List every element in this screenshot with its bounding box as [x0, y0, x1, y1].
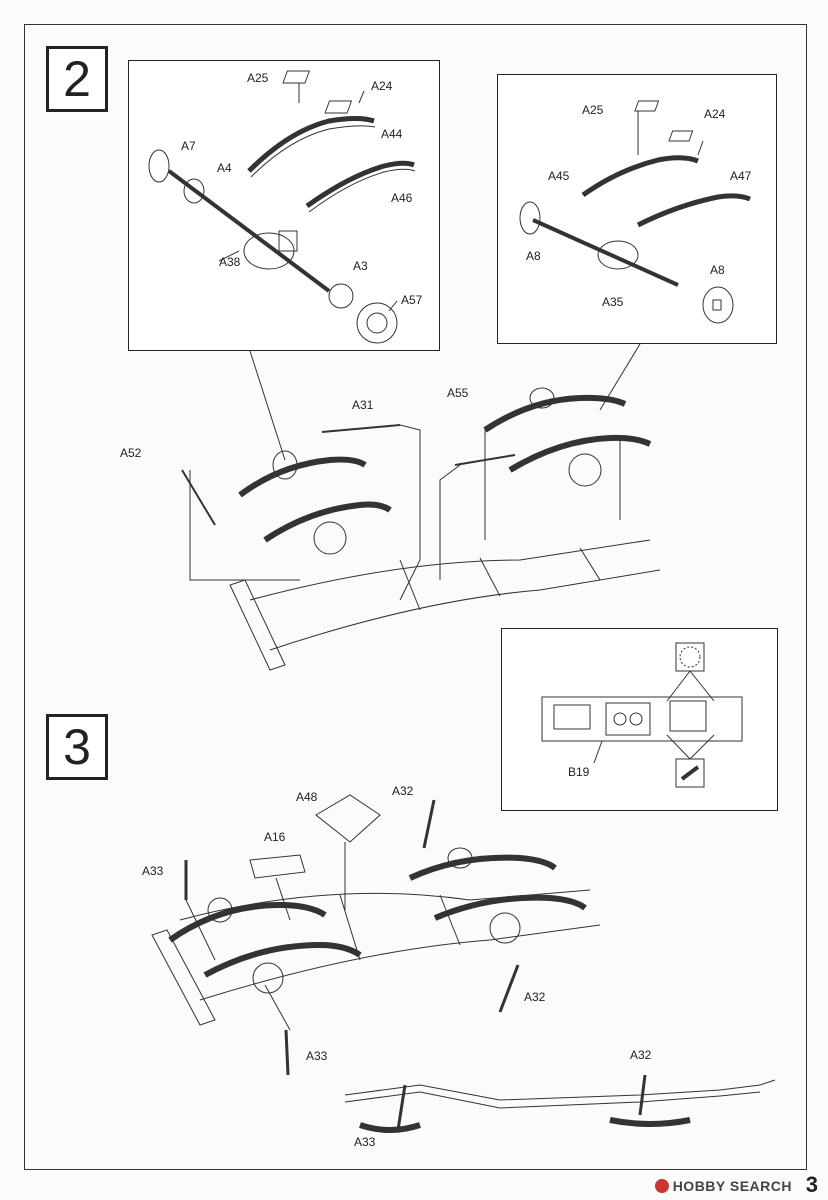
- label-a8-left: A8: [526, 249, 541, 263]
- detail-panel-b19: B19: [501, 628, 778, 811]
- label-a31: A31: [352, 398, 374, 412]
- step-2-text: 2: [63, 51, 91, 107]
- label-a47: A47: [730, 169, 752, 183]
- label-a16: A16: [264, 830, 286, 844]
- label-a24: A24: [371, 79, 393, 93]
- step-3-text: 3: [63, 719, 91, 775]
- label-a4: A4: [217, 161, 232, 175]
- label-a55: A55: [447, 386, 469, 400]
- label-a44: A44: [381, 127, 403, 141]
- page-number: 3: [805, 1172, 818, 1197]
- label-a52: A52: [120, 446, 142, 460]
- b19-panel-illustration: [541, 642, 743, 788]
- step-2-assembly-drawing: [181, 343, 661, 671]
- watermark: HOBBY SEARCH: [654, 1178, 792, 1194]
- label-a32-side: A32: [630, 1048, 652, 1062]
- label-a38: A38: [219, 255, 241, 269]
- rear-axle-illustration: [519, 100, 751, 324]
- label-a3: A3: [353, 259, 368, 273]
- label-a24-right: A24: [704, 107, 726, 121]
- detail-panel-front-axle: A25 A24 A44 A7 A4 A46 A38 A3 A57: [128, 60, 440, 351]
- label-a25: A25: [247, 71, 269, 85]
- label-a7: A7: [181, 139, 196, 153]
- step-3-number: 3: [46, 714, 108, 780]
- watermark-text: HOBBY SEARCH: [672, 1178, 792, 1194]
- front-axle-illustration: [148, 70, 416, 344]
- label-a32-top: A32: [392, 784, 414, 798]
- label-a45: A45: [548, 169, 570, 183]
- label-a33-bottom: A33: [306, 1049, 328, 1063]
- detail-panel-rear-axle: A25 A24 A45 A47 A8 A35 A8: [497, 74, 777, 344]
- label-a25-right: A25: [582, 103, 604, 117]
- step-2-number: 2: [46, 46, 108, 112]
- label-a35: A35: [602, 295, 624, 309]
- label-a33-side: A33: [354, 1135, 376, 1149]
- label-a33-top: A33: [142, 864, 164, 878]
- label-a32-mid: A32: [524, 990, 546, 1004]
- label-a48: A48: [296, 790, 318, 804]
- label-b19: B19: [568, 765, 590, 779]
- label-a57: A57: [401, 293, 423, 307]
- label-a46: A46: [391, 191, 413, 205]
- hobby-search-logo-icon: [654, 1179, 669, 1193]
- label-a8-right: A8: [710, 263, 725, 277]
- page-frame: [24, 24, 807, 1170]
